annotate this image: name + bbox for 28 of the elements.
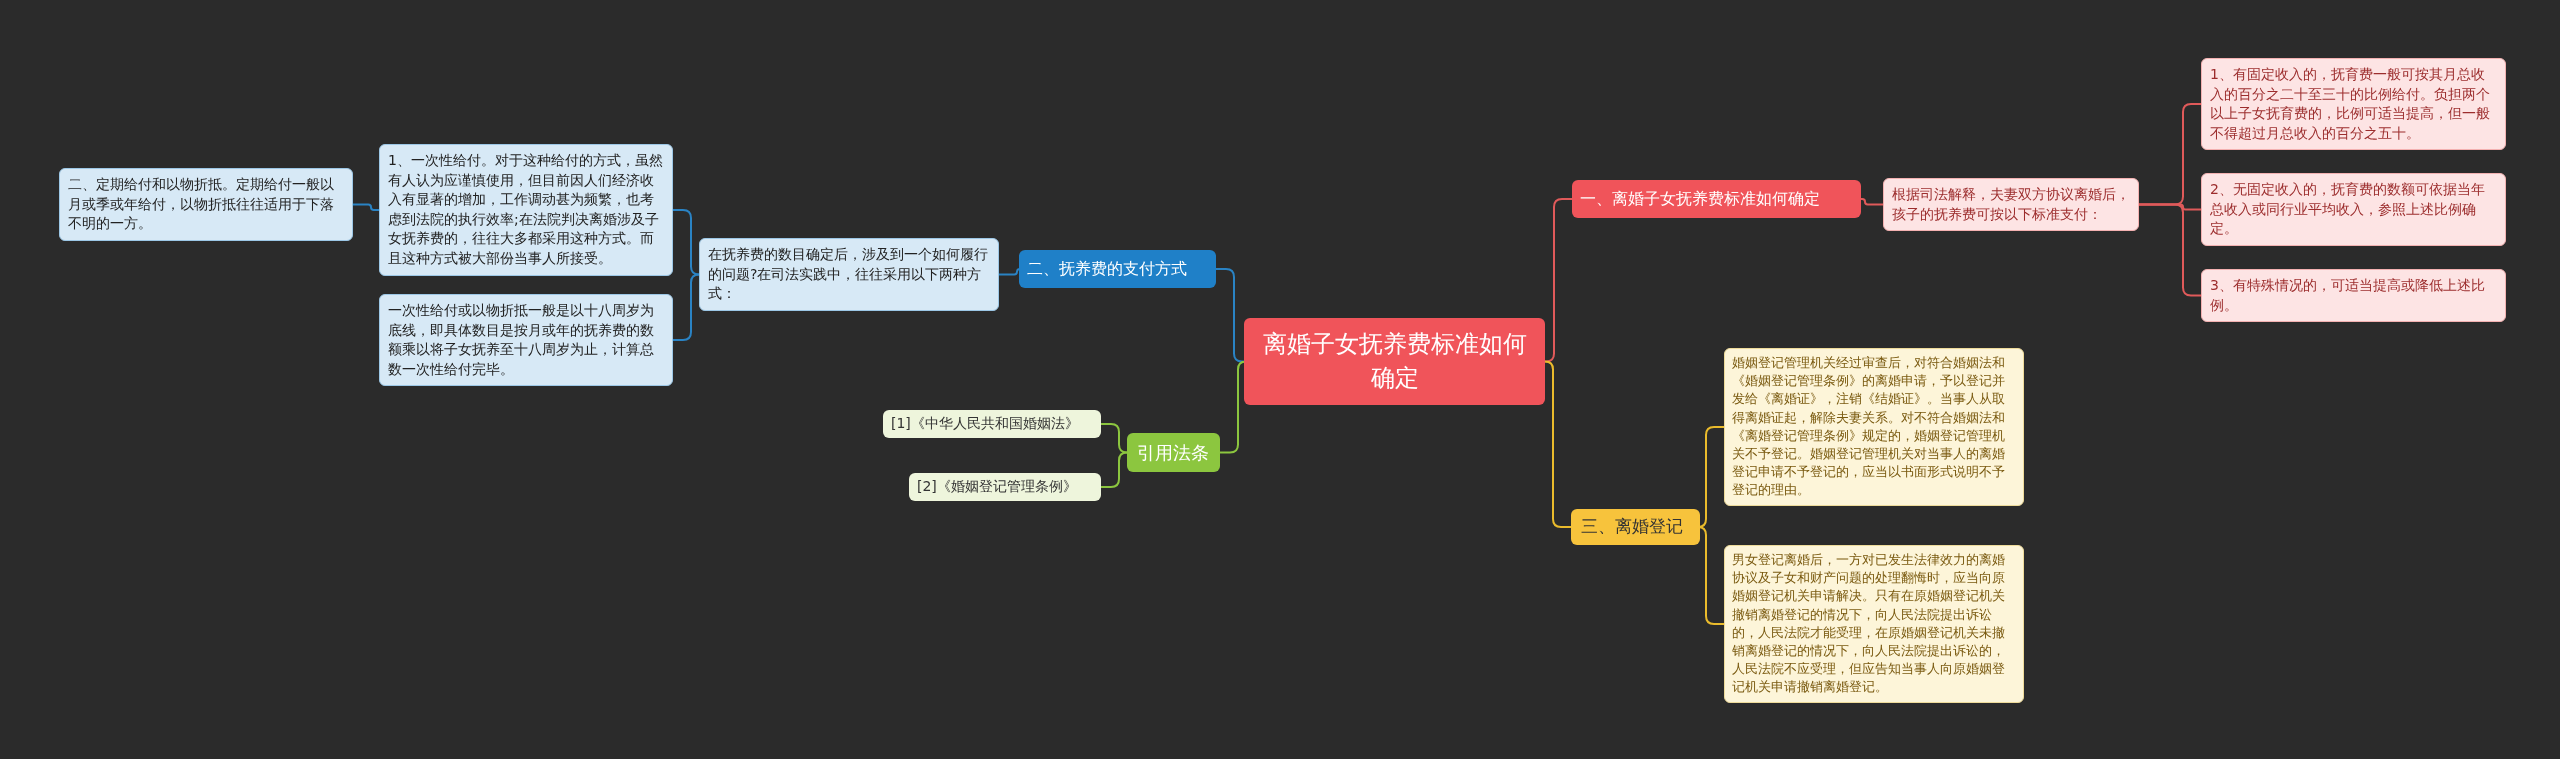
topic-box: 离婚子女抚养费标准如何确定 <box>1244 318 1545 406</box>
text-box: 在抚养费的数目确定后，涉及到一个如何履行的问题?在司法实践中，往往采用以下两种方式： <box>699 238 999 311</box>
branch-box: 三、离婚登记 <box>1571 509 1700 545</box>
text-box: 2、无固定收入的，抚育费的数额可依据当年总收入或同行业平均收入，参照上述比例确定。 <box>2201 173 2506 246</box>
connector-line <box>1860 198 1884 206</box>
text-box: 根据司法解释，夫妻双方协议离婚后，孩子的抚养费可按以下标准支付： <box>1883 178 2139 232</box>
connector-line <box>1544 198 1573 363</box>
text-box: 男女登记离婚后，一方对已发生法律效力的离婚协议及子女和财产问题的处理翻悔时，应当向原婚姻登记机关申请解决。只有在原婚姻登记机关撤销离婚登记的情况下，向人民法院提出诉讼的，人民法院才能受理，在原婚姻登记机关未撤销离婚登记的情况下，向人民法院提出诉讼的，人民法院不应受理，但应告知当事人向原婚姻登记机关申请撤销离婚登记。 <box>1724 545 2024 703</box>
connector-line <box>1100 423 1128 454</box>
connector-line <box>1544 360 1572 528</box>
text-box: [1]《中华人民共和国婚姻法》 <box>883 410 1101 438</box>
text-box: 婚姻登记管理机关经过审查后，对符合婚姻法和《婚姻登记管理条例》的离婚申请，予以登记并发给《离婚证》，注销《结婚证》。当事人从取得离婚证起，解除夫妻关系。对不符合婚姻法和《离婚登记管理条例》规定的，婚姻登记管理机关不予登记。婚姻登记管理机关对当事人的离婚登记申请不予登记的，应当以书面形式说明不予登记的理由。 <box>1724 348 2024 506</box>
text-box: 1、一次性给付。对于这种给付的方式，虽然有人认为应谨慎使用，但目前因人们经济收入有显著的增加，工作调动甚为频繁，也考虑到法院的执行效率;在法院判决离婚涉及子女抚养费的，往往大多都采用这种方式。而且这种方式被大部份当事人所接受。 <box>379 144 673 276</box>
text-box: 3、有特殊情况的，可适当提高或降低上述比例。 <box>2201 269 2506 323</box>
branch-box: 二、抚养费的支付方式 <box>1019 250 1216 289</box>
text-box: 1、有固定收入的，抚育费一般可按其月总收入的百分之二十至三十的比例给付。负担两个以上子女抚育费的，比例可适当提高，但一般不得超过月总收入的百分之五十。 <box>2201 58 2506 151</box>
branch-box: 一、离婚子女抚养费标准如何确定 <box>1572 180 1861 219</box>
connector-line <box>352 203 380 211</box>
text-box: [2]《婚姻登记管理条例》 <box>909 473 1101 501</box>
text-box: 一次性给付或以物折抵一般是以十八周岁为底线，即具体数目是按月或年的抚养费的数额乘以将子女抚养至十八周岁为止，计算总数一次性给付完毕。 <box>379 294 673 387</box>
text-box: 二、定期给付和以物折抵。定期给付一般以月或季或年给付，以物折抵往往适用于下落不明的一方。 <box>59 168 353 241</box>
connector-line <box>998 268 1021 276</box>
connector-line <box>672 209 700 276</box>
connector-line <box>2138 203 2202 297</box>
connector-line <box>1215 268 1245 363</box>
connector-line <box>672 273 700 341</box>
branch-box: 引用法条 <box>1127 433 1220 473</box>
connector-line <box>1100 451 1128 488</box>
